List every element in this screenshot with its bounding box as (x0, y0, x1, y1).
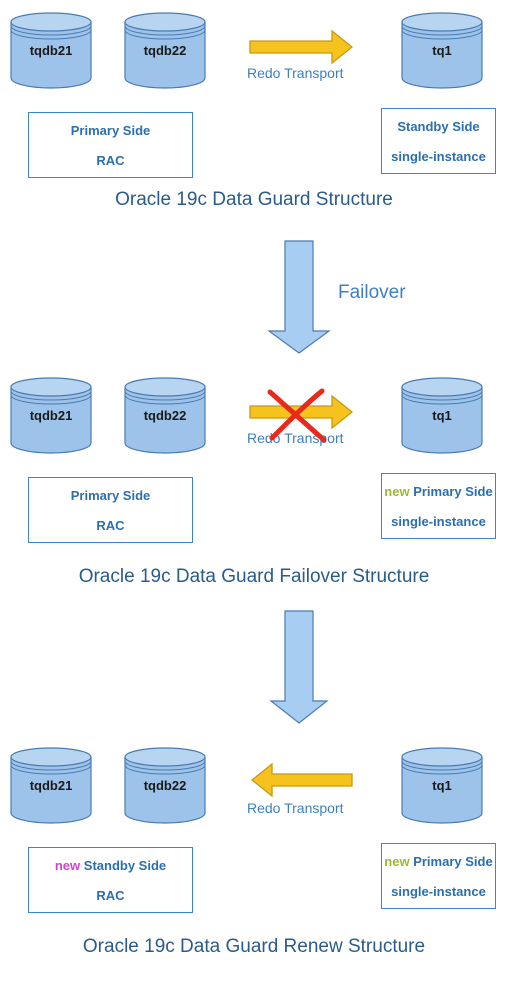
standby-side-box: Standby Side single-instance (381, 108, 496, 174)
down-arrow-icon (269, 610, 329, 724)
section-title: Oracle 19c Data Guard Renew Structure (82, 936, 426, 957)
database-tqdb22: tqdb22 (124, 747, 206, 825)
box-line1-text: Primary Side (413, 854, 493, 869)
database-tq1: tq1 (401, 377, 483, 455)
box-line1: new Standby Side (29, 858, 192, 873)
cross-icon (267, 388, 327, 443)
database-icon (401, 377, 483, 454)
new-primary-side-box: new Primary Side single-instance (381, 473, 496, 539)
database-icon (10, 747, 92, 824)
left-arrow-icon (250, 762, 353, 798)
primary-side-box: Primary Side RAC (28, 477, 193, 543)
new-tag: new (384, 854, 410, 869)
database-label: tqdb22 (143, 43, 187, 58)
database-icon (401, 12, 483, 89)
box-line1: new Primary Side (382, 854, 495, 869)
primary-side-box: Primary Side RAC (28, 112, 193, 178)
redo-transport-label: Redo Transport (247, 800, 344, 816)
box-line1: new Primary Side (382, 484, 495, 499)
database-icon (401, 747, 483, 824)
box-line1-text: Primary Side (413, 484, 493, 499)
box-line2: single-instance (391, 149, 486, 164)
box-line1: Standby Side (397, 119, 480, 134)
section-title: Oracle 19c Data Guard Structure (115, 189, 393, 210)
box-line2: single-instance (391, 884, 486, 899)
database-icon (124, 747, 206, 824)
new-tag: new (54, 858, 81, 873)
redo-transport-label: Redo Transport (247, 65, 344, 81)
database-icon (124, 12, 206, 89)
database-tqdb22: tqdb22 (124, 12, 206, 90)
box-line1: Primary Side (70, 488, 151, 503)
database-label: tqdb22 (143, 408, 187, 423)
right-arrow-icon (249, 29, 354, 65)
database-label: tq1 (432, 43, 452, 58)
database-icon (124, 377, 206, 454)
new-standby-side-box: new Standby Side RAC (28, 847, 193, 913)
database-tq1: tq1 (401, 12, 483, 90)
database-label: tqdb21 (29, 408, 73, 423)
box-line2: RAC (96, 153, 125, 168)
database-label: tqdb21 (29, 778, 73, 793)
box-line2: RAC (96, 518, 125, 533)
failover-label: Failover (338, 282, 406, 303)
section-title: Oracle 19c Data Guard Failover Structure (78, 566, 430, 587)
database-icon (10, 12, 92, 89)
database-label: tqdb22 (143, 778, 187, 793)
new-tag: new (384, 484, 410, 499)
database-tq1: tq1 (401, 747, 483, 825)
database-tqdb21: tqdb21 (10, 377, 92, 455)
box-line1: Primary Side (70, 123, 151, 138)
down-arrow-icon (267, 240, 331, 354)
database-tqdb21: tqdb21 (10, 12, 92, 90)
database-tqdb21: tqdb21 (10, 747, 92, 825)
box-line1-text: Standby Side (83, 858, 167, 873)
box-line2: RAC (96, 888, 125, 903)
database-label: tqdb21 (29, 43, 73, 58)
box-line2: single-instance (391, 514, 486, 529)
database-icon (10, 377, 92, 454)
database-label: tq1 (432, 778, 452, 793)
new-primary-side-box: new Primary Side single-instance (381, 843, 496, 909)
database-label: tq1 (432, 408, 452, 423)
database-tqdb22: tqdb22 (124, 377, 206, 455)
